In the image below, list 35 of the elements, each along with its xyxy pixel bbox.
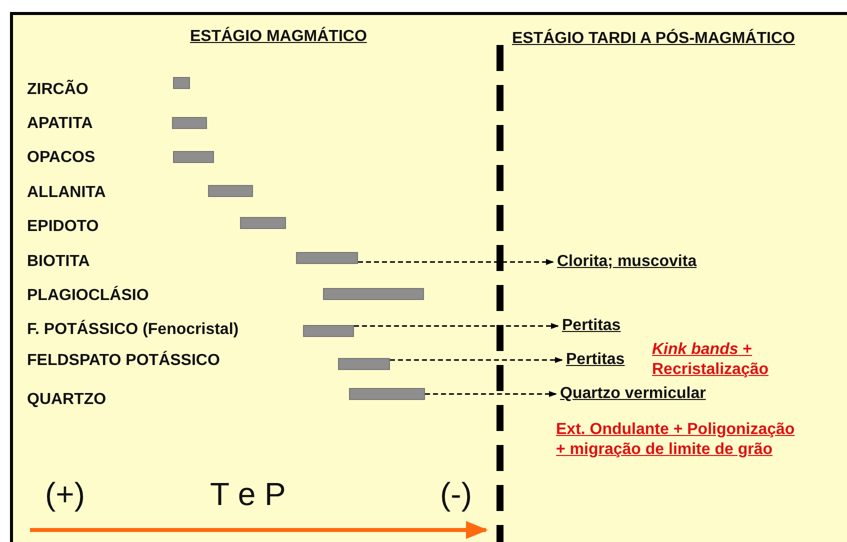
product-label: Quartzo vermicular [560, 384, 706, 404]
deformation-note: Kink bands + Recristalização [652, 340, 770, 380]
mineral-name: ZIRCÃO [27, 80, 88, 100]
mineral-name: ALLANITA [27, 183, 106, 203]
crystallization-bar [349, 388, 425, 400]
dashed-arrow [358, 259, 554, 265]
mineral-name: PLAGIOCLÁSIO [27, 286, 149, 306]
mineral-name: EPIDOTO [27, 217, 99, 237]
mineral-name: F. POTÁSSICO (Fenocristal) [27, 320, 239, 340]
crystallization-bar [208, 185, 253, 197]
crystallization-bar [296, 252, 358, 264]
dashed-arrow [425, 391, 557, 397]
stage-heading: ESTÁGIO MAGMÁTICO [190, 27, 367, 47]
mineral-name: OPACOS [27, 148, 96, 168]
mineral-name: FELDSPATO POTÁSSICO [27, 351, 220, 371]
product-label: Pertitas [566, 350, 625, 370]
deformation-note: Ext. Ondulante + Poligonização + migração de limite de grão [556, 420, 796, 460]
mineral-name: APATITA [27, 114, 93, 134]
dashed-arrow [354, 323, 559, 329]
crystallization-bar [338, 358, 390, 370]
mineral-name: QUARTZO [27, 390, 106, 410]
crystallization-bar [172, 117, 207, 129]
product-label: Clorita; muscovita [557, 252, 697, 272]
pressure-temperature-sign: (+) [45, 476, 85, 512]
dashed-arrow [390, 357, 563, 363]
mineral-name: BIOTITA [27, 252, 90, 272]
crystallization-bar [173, 151, 214, 163]
crystallization-bar [240, 217, 286, 229]
product-label: Pertitas [562, 316, 621, 336]
crystallization-bar [173, 77, 190, 89]
axis-label: T e P [210, 476, 286, 512]
crystallization-bar [323, 288, 424, 300]
crystallization-bar [303, 325, 354, 337]
pressure-temperature-sign: (-) [440, 476, 472, 512]
stage-heading: ESTÁGIO TARDI A PÓS-MAGMÁTICO [512, 29, 795, 49]
